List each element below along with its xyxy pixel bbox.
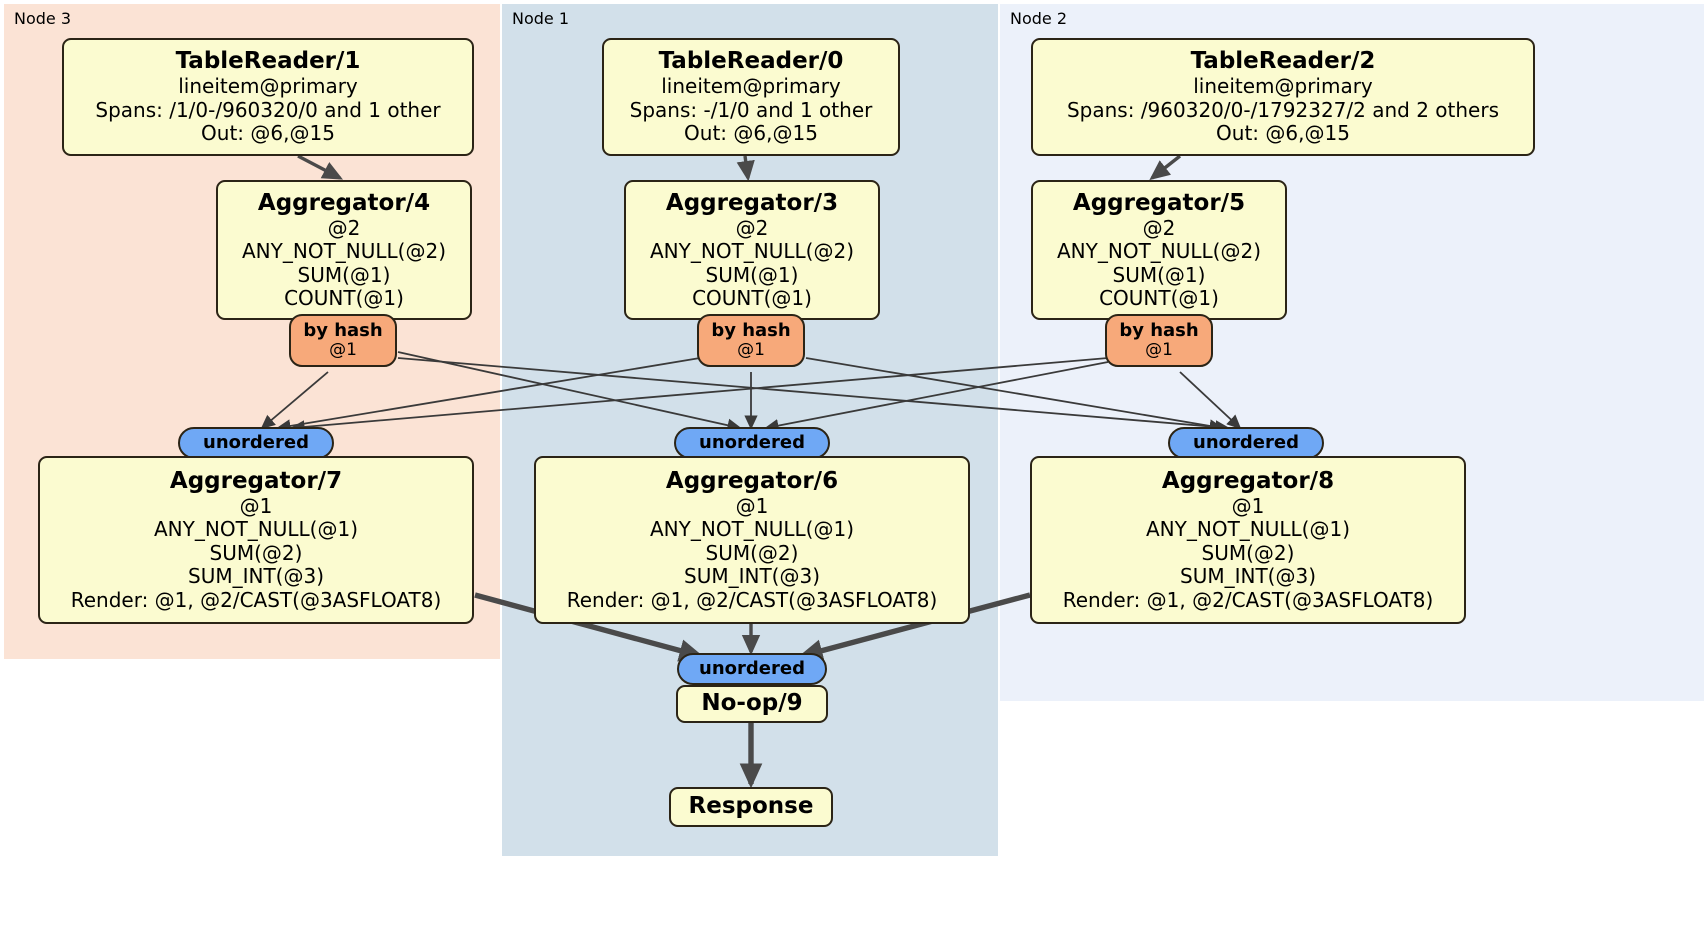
box-line: Render: @1, @2/CAST(@3ASFLOAT8) bbox=[566, 587, 938, 612]
box-line: SUM(@1) bbox=[297, 262, 391, 287]
box-title: Aggregator/7 bbox=[169, 467, 343, 494]
box-aggregator-6[interactable]: Aggregator/6 @1 ANY_NOT_NULL(@1) SUM(@2)… bbox=[534, 456, 970, 624]
box-title: TableReader/1 bbox=[175, 48, 361, 75]
box-title: No-op/9 bbox=[701, 690, 803, 717]
badge-unordered-right[interactable]: unordered bbox=[1168, 427, 1324, 459]
panel-node-3-label: Node 3 bbox=[14, 9, 72, 28]
badge-title: by hash bbox=[1119, 320, 1199, 342]
box-line: Spans: -/1/0 and 1 other bbox=[629, 97, 873, 122]
box-line: SUM(@2) bbox=[1201, 540, 1295, 565]
box-title: Aggregator/4 bbox=[257, 189, 431, 216]
box-title: Response bbox=[688, 793, 814, 820]
badge-by-hash-center[interactable]: by hash @1 bbox=[697, 314, 805, 367]
box-line: @2 bbox=[327, 215, 361, 240]
box-line: SUM(@1) bbox=[705, 262, 799, 287]
box-line: Render: @1, @2/CAST(@3ASFLOAT8) bbox=[70, 587, 442, 612]
box-line: Out: @6,@15 bbox=[201, 121, 335, 146]
box-line: ANY_NOT_NULL(@1) bbox=[650, 517, 854, 542]
badge-title: unordered bbox=[699, 657, 805, 679]
box-line: @1 bbox=[735, 494, 769, 519]
box-title: Aggregator/8 bbox=[1161, 467, 1335, 494]
box-line: Render: @1, @2/CAST(@3ASFLOAT8) bbox=[1062, 587, 1434, 612]
box-table-reader-2[interactable]: TableReader/2 lineitem@primary Spans: /9… bbox=[1031, 38, 1535, 156]
box-line: COUNT(@1) bbox=[1099, 285, 1219, 310]
box-line: ANY_NOT_NULL(@1) bbox=[1146, 517, 1350, 542]
box-aggregator-4[interactable]: Aggregator/4 @2 ANY_NOT_NULL(@2) SUM(@1)… bbox=[216, 180, 472, 320]
box-line: SUM(@2) bbox=[705, 540, 799, 565]
box-line: SUM(@1) bbox=[1112, 262, 1206, 287]
badge-unordered-center[interactable]: unordered bbox=[674, 427, 830, 459]
badge-title: unordered bbox=[1193, 431, 1299, 453]
box-line: Spans: /1/0-/960320/0 and 1 other bbox=[95, 97, 441, 122]
badge-by-hash-right[interactable]: by hash @1 bbox=[1105, 314, 1213, 367]
badge-sub: @1 bbox=[737, 340, 765, 361]
box-line: ANY_NOT_NULL(@2) bbox=[1057, 239, 1261, 264]
box-line: lineitem@primary bbox=[1193, 74, 1373, 99]
box-line: SUM_INT(@3) bbox=[188, 564, 324, 589]
box-line: @1 bbox=[1231, 494, 1265, 519]
box-line: COUNT(@1) bbox=[692, 285, 812, 310]
box-no-op-9[interactable]: No-op/9 bbox=[676, 685, 828, 723]
box-line: Spans: /960320/0-/1792327/2 and 2 others bbox=[1066, 97, 1499, 122]
panel-node-2-label: Node 2 bbox=[1010, 9, 1068, 28]
box-title: Aggregator/5 bbox=[1072, 189, 1246, 216]
box-aggregator-8[interactable]: Aggregator/8 @1 ANY_NOT_NULL(@1) SUM(@2)… bbox=[1030, 456, 1466, 624]
badge-unordered-final[interactable]: unordered bbox=[677, 653, 827, 685]
badge-by-hash-left[interactable]: by hash @1 bbox=[289, 314, 397, 367]
box-line: Out: @6,@15 bbox=[684, 121, 818, 146]
box-title: TableReader/2 bbox=[1190, 48, 1376, 75]
panel-node-1-label: Node 1 bbox=[512, 9, 570, 28]
box-line: @1 bbox=[239, 494, 273, 519]
box-line: lineitem@primary bbox=[661, 74, 841, 99]
badge-sub: @1 bbox=[329, 340, 357, 361]
box-line: SUM_INT(@3) bbox=[684, 564, 820, 589]
box-line: SUM(@2) bbox=[209, 540, 303, 565]
box-line: COUNT(@1) bbox=[284, 285, 404, 310]
box-aggregator-3[interactable]: Aggregator/3 @2 ANY_NOT_NULL(@2) SUM(@1)… bbox=[624, 180, 880, 320]
badge-title: by hash bbox=[711, 320, 791, 342]
badge-unordered-left[interactable]: unordered bbox=[178, 427, 334, 459]
badge-title: unordered bbox=[203, 431, 309, 453]
badge-title: by hash bbox=[303, 320, 383, 342]
badge-title: unordered bbox=[699, 431, 805, 453]
box-aggregator-5[interactable]: Aggregator/5 @2 ANY_NOT_NULL(@2) SUM(@1)… bbox=[1031, 180, 1287, 320]
box-line: ANY_NOT_NULL(@2) bbox=[650, 239, 854, 264]
box-title: Aggregator/3 bbox=[665, 189, 839, 216]
box-line: @2 bbox=[735, 215, 769, 240]
box-aggregator-7[interactable]: Aggregator/7 @1 ANY_NOT_NULL(@1) SUM(@2)… bbox=[38, 456, 474, 624]
box-line: Out: @6,@15 bbox=[1216, 121, 1350, 146]
box-title: Aggregator/6 bbox=[665, 467, 839, 494]
box-line: SUM_INT(@3) bbox=[1180, 564, 1316, 589]
box-line: ANY_NOT_NULL(@2) bbox=[242, 239, 446, 264]
badge-sub: @1 bbox=[1145, 340, 1173, 361]
box-table-reader-0[interactable]: TableReader/0 lineitem@primary Spans: -/… bbox=[602, 38, 900, 156]
box-line: @2 bbox=[1142, 215, 1176, 240]
box-response[interactable]: Response bbox=[669, 787, 833, 827]
box-table-reader-1[interactable]: TableReader/1 lineitem@primary Spans: /1… bbox=[62, 38, 474, 156]
box-title: TableReader/0 bbox=[658, 48, 844, 75]
box-line: ANY_NOT_NULL(@1) bbox=[154, 517, 358, 542]
box-line: lineitem@primary bbox=[178, 74, 358, 99]
